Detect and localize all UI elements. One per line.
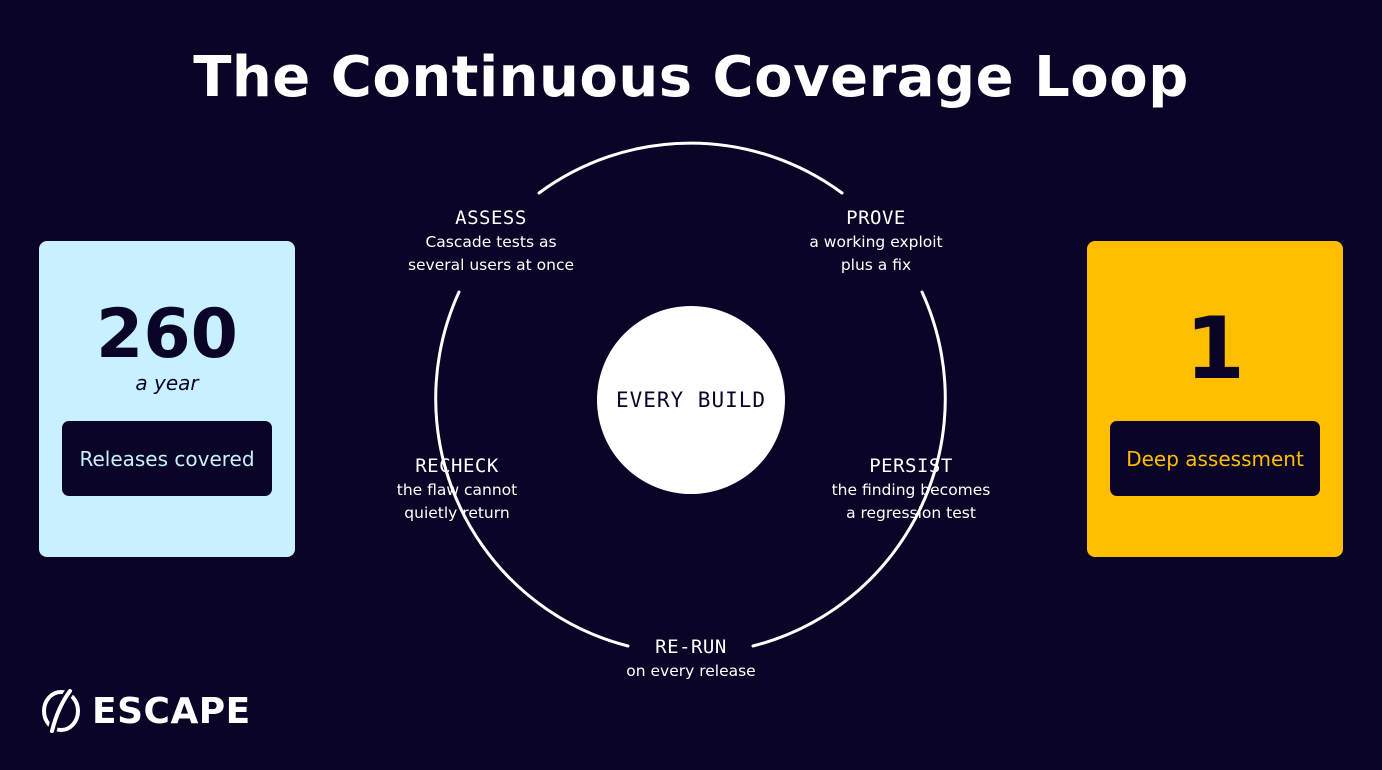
step-recheck-title: RECHECK — [415, 455, 499, 477]
step-persist-title: PERSIST — [869, 455, 953, 477]
step-recheck-line1: the flaw cannot — [396, 481, 518, 499]
center-label: EVERY BUILD — [615, 388, 767, 412]
step-prove-line1: a working exploit — [809, 233, 943, 251]
arc-bottom-left — [480, 543, 630, 648]
deep-assessment-count: 1 — [1185, 299, 1245, 399]
page-title: The Continuous Coverage Loop — [193, 45, 1189, 110]
step-recheck-line2: quietly return — [404, 504, 510, 522]
step-prove-line2: plus a fix — [840, 256, 912, 274]
step-persist-line1: the finding becomes — [831, 481, 991, 499]
center-circle: EVERY BUILD — [597, 306, 785, 494]
arc-top — [537, 141, 844, 195]
escape-wordmark: ESCAPE — [92, 690, 251, 732]
arc-bottom-right — [751, 543, 901, 648]
step-rerun-title: RE-RUN — [655, 636, 727, 658]
escape-logo-icon — [42, 689, 80, 733]
step-prove-title: PROVE — [846, 207, 906, 229]
releases-covered-label: Releases covered — [62, 421, 272, 496]
step-assess: ASSESS Cascade tests as several users at… — [371, 205, 611, 277]
arc-right — [897, 290, 947, 547]
step-rerun-line1: on every release — [626, 662, 756, 680]
arc-left — [434, 290, 484, 547]
deep-assessment-card: 1 Deep assessment — [1087, 241, 1343, 557]
escape-logo: ESCAPE — [40, 688, 251, 734]
step-persist-line2: a regression test — [846, 504, 976, 522]
step-recheck: RECHECK the flaw cannot quietly return — [337, 453, 577, 525]
releases-period: a year — [135, 371, 199, 395]
step-persist: PERSIST the finding becomes a regression… — [791, 453, 1031, 525]
step-assess-line2: several users at once — [407, 256, 575, 274]
step-assess-line1: Cascade tests as — [425, 233, 557, 251]
releases-covered-card: 260 a year Releases covered — [39, 241, 295, 557]
step-prove: PROVE a working exploit plus a fix — [756, 205, 996, 277]
deep-assessment-label: Deep assessment — [1110, 421, 1320, 496]
step-assess-title: ASSESS — [455, 207, 527, 229]
releases-count: 260 — [96, 295, 238, 374]
step-rerun: RE-RUN on every release — [571, 634, 811, 683]
